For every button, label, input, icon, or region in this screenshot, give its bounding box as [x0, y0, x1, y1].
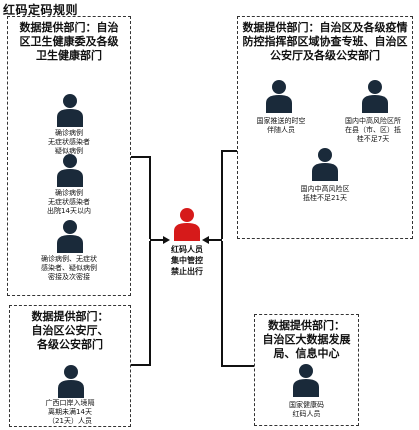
- box-top-right: 数据提供部门：自治区及各级疫情 防控指挥部区域协查专班、自治区 公安厅及各级公安…: [237, 16, 413, 239]
- caption-line: 离期未满14天: [48, 408, 92, 416]
- box-top-left-title-line-2: 区卫生健康委及各级: [19, 35, 119, 48]
- center-caption: 红码人员 集中管控 禁止出行: [160, 244, 214, 277]
- caption-line: 确诊病例: [55, 189, 83, 197]
- person-icon: [55, 153, 85, 187]
- page-title: 红码定码规则: [3, 3, 79, 17]
- caption-line: 疑似病例: [55, 147, 83, 155]
- person-icon: [264, 79, 294, 113]
- box-bottom-right: 数据提供部门： 自治区大数据发展 局、信息中心 国家健康码 红码人员: [254, 314, 359, 426]
- caption-line: 广西口岸入境隔: [45, 399, 95, 407]
- box-bottom-left: 数据提供部门： 自治区公安厅、 各级公安部门 广西口岸入境隔 离期未满14天 （…: [9, 305, 131, 427]
- person-icon: [360, 79, 390, 113]
- box-top-left: 数据提供部门：自治 区卫生健康委及各级 卫生健康部门 确诊病例 无症状感染者 疑…: [7, 16, 131, 296]
- person-caption: 国内中高风险区 抵桂不足21天: [278, 185, 372, 203]
- caption-line: 国内中高风险区所: [345, 117, 401, 125]
- box-bottom-left-title-line-3: 各级公安部门: [37, 338, 103, 351]
- caption-line: 国内中高风险区: [300, 185, 350, 193]
- caption-line: 在县（市、区）抵: [345, 126, 401, 134]
- box-top-right-title-line-1: 数据提供部门：自治区及各级疫情: [242, 21, 408, 34]
- caption-line: 无症状感染者: [48, 138, 90, 146]
- connector-bottom-right: [221, 241, 254, 367]
- person-caption: 国内中高风险区所 在县（市、区）抵 桂不足7天: [334, 117, 412, 144]
- center-caption-line-1: 红码人员: [171, 245, 203, 254]
- person-caption: 确诊病例 无症状感染者 疑似病例: [8, 129, 130, 156]
- box-top-right-title-line-2: 防控指挥部区域协查专班、自治区: [242, 35, 408, 48]
- caption-line: 红码人员: [292, 410, 321, 418]
- connector-top-left: [131, 156, 151, 239]
- center-caption-line-3: 禁止出行: [171, 267, 203, 276]
- caption-line: 感染者、疑似病例: [41, 264, 97, 272]
- person-caption: 广西口岸入境隔 离期未满14天 （21天）人员: [10, 399, 130, 426]
- caption-line: （21天）人员: [48, 417, 92, 425]
- caption-line: 无症状感染者: [48, 198, 90, 206]
- person-icon: [310, 147, 340, 181]
- box-bottom-left-title: 数据提供部门： 自治区公安厅、 各级公安部门: [10, 310, 130, 352]
- caption-line: 桂不足7天: [356, 135, 390, 143]
- caption-line: 确诊病例、无症状: [41, 255, 97, 263]
- arrowhead-right: [202, 236, 209, 244]
- person-icon: [291, 363, 321, 397]
- caption-line: 确诊病例: [55, 129, 83, 137]
- caption-line: 密接及次密接: [48, 273, 90, 281]
- caption-line: 国家健康码: [289, 401, 324, 409]
- box-bottom-right-title: 数据提供部门： 自治区大数据发展 局、信息中心: [255, 319, 358, 361]
- box-top-right-title: 数据提供部门：自治区及各级疫情 防控指挥部区域协查专班、自治区 公安厅及各级公安…: [238, 21, 412, 63]
- caption-line: 出院14天以内: [47, 207, 91, 215]
- box-top-right-title-line-3: 公安厅及各级公安部门: [270, 49, 380, 62]
- person-icon: [55, 219, 85, 253]
- person-icon: [56, 364, 86, 398]
- box-bottom-right-title-line-3: 局、信息中心: [273, 347, 340, 360]
- box-bottom-right-title-line-2: 自治区大数据发展: [262, 333, 351, 346]
- connector-top-right: [221, 150, 237, 239]
- box-top-left-title-line-1: 数据提供部门：自治: [19, 21, 119, 34]
- caption-line: 伴随人员: [267, 126, 295, 134]
- box-top-left-title: 数据提供部门：自治 区卫生健康委及各级 卫生健康部门: [8, 21, 130, 63]
- person-caption: 确诊病例、无症状 感染者、疑似病例 密接及次密接: [8, 255, 130, 282]
- person-icon: [55, 93, 85, 127]
- person-caption: 国家推送的时空 伴随人员: [242, 117, 320, 135]
- box-top-left-title-line-3: 卫生健康部门: [36, 49, 102, 62]
- person-caption: 确诊病例 无症状感染者 出院14天以内: [8, 189, 130, 216]
- caption-line: 国家推送的时空: [256, 117, 306, 125]
- arrowhead-left: [163, 236, 170, 244]
- box-bottom-left-title-line-1: 数据提供部门：: [31, 310, 109, 323]
- person-caption: 国家健康码 红码人员: [255, 401, 358, 419]
- box-bottom-right-title-line-1: 数据提供部门：: [268, 319, 345, 332]
- box-bottom-left-title-line-2: 自治区公安厅、: [31, 324, 109, 337]
- connector-bottom-left: [131, 241, 151, 366]
- center-caption-line-2: 集中管控: [171, 256, 203, 265]
- caption-line: 抵桂不足21天: [303, 194, 347, 202]
- red-code-person-icon: [172, 207, 202, 241]
